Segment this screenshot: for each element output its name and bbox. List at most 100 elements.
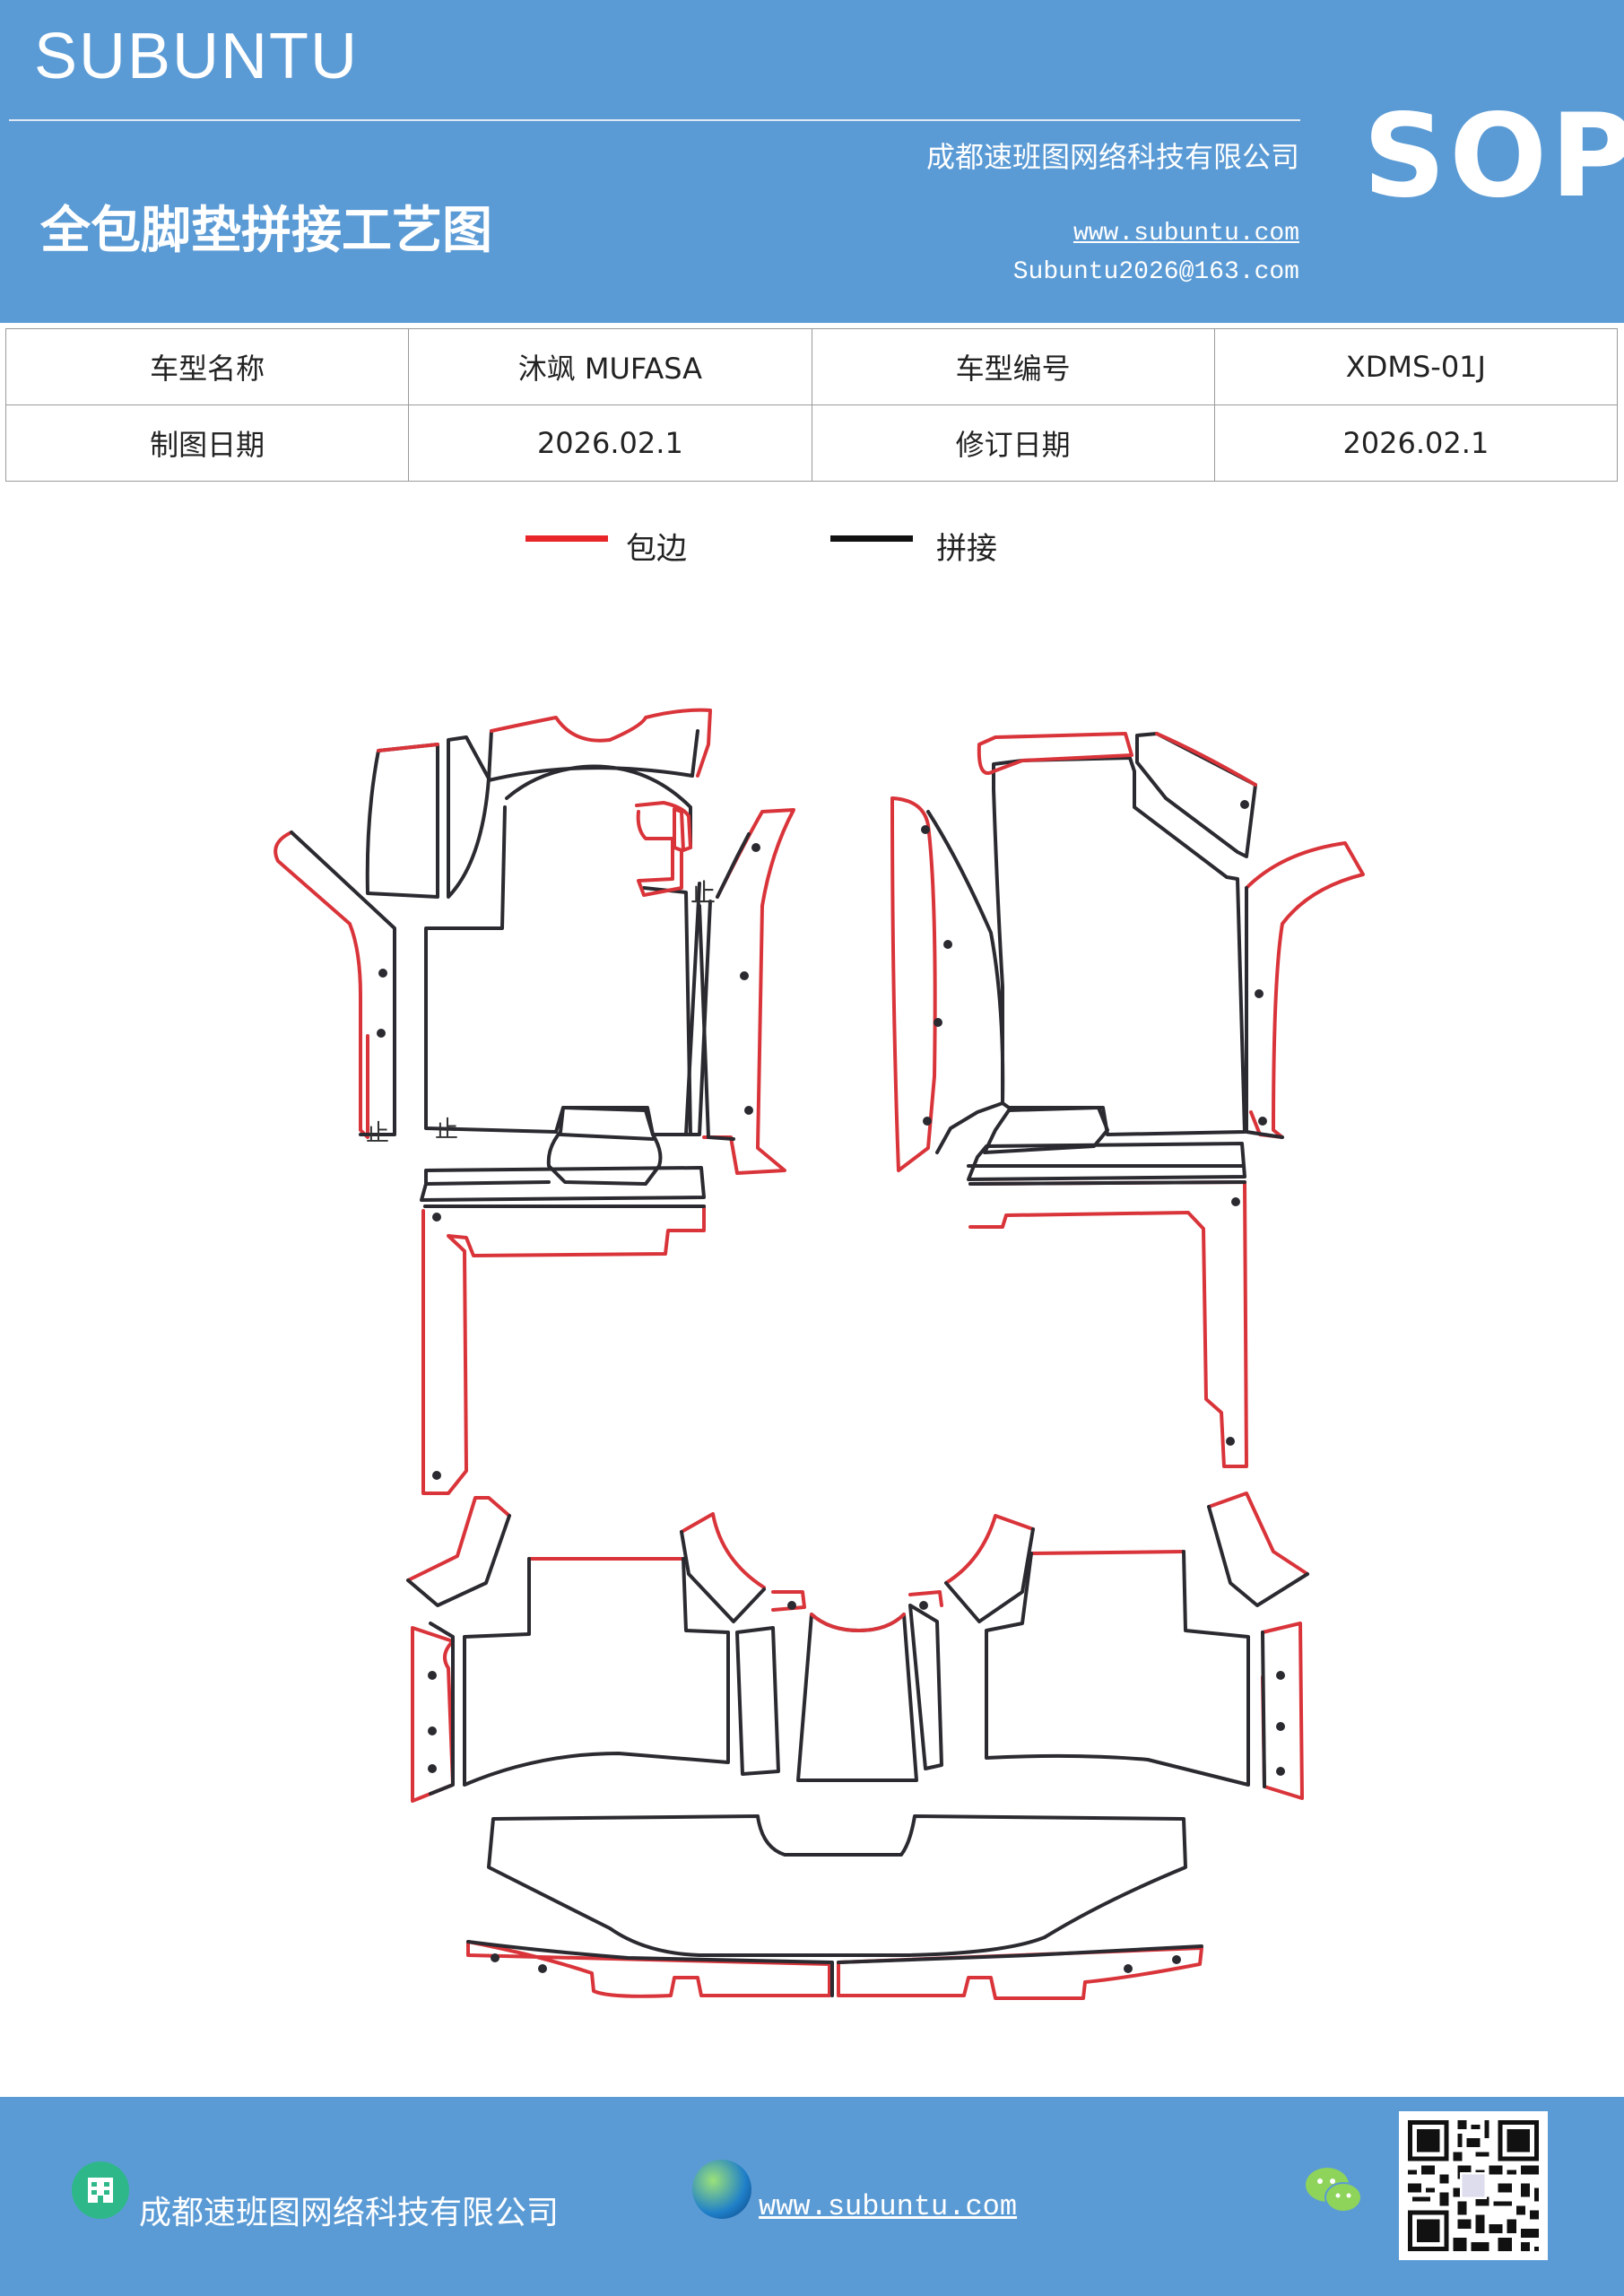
footer-company-name: 成都速班图网络科技有限公司: [139, 2195, 560, 2231]
mat-piece-rear-left-flap: [406, 1496, 511, 1582]
fixing-dot: [787, 1601, 796, 1610]
mat-piece-rear-threshold-right-inner: [837, 1944, 1203, 1964]
mat-piece-rear-threshold-right: [837, 1946, 1203, 2000]
fixing-dot: [432, 1471, 441, 1480]
fixing-dot: [378, 969, 387, 978]
mat-piece-passenger-main: [992, 756, 1246, 1136]
model-code-label: 车型编号: [811, 328, 1215, 405]
header-banner: SUBUNTU 成都速班图网络科技有限公司 全包脚垫拼接工艺图 www.subu…: [0, 0, 1624, 323]
mat-piece-rear-tunnel-center-edge: [810, 1613, 906, 1632]
mat-piece-rear-left-upright: [680, 1512, 766, 1589]
fixing-dot: [1226, 1437, 1235, 1446]
orientation-mark: 止: [690, 878, 716, 908]
fixing-dot: [1255, 989, 1264, 998]
mat-piece-rear-left-flap-inner: [406, 1514, 511, 1607]
fixing-dot: [751, 843, 760, 852]
mat-piece-rear-tunnel-left: [735, 1626, 780, 1776]
brand-logo-text: SUBUNTU: [34, 21, 360, 92]
mat-piece-rear-left-upright-inner: [680, 1530, 766, 1623]
fixing-dot: [428, 1726, 437, 1735]
header-divider: [9, 119, 1300, 121]
trunk-mat-group: [466, 1814, 1203, 2000]
mat-piece-rear-threshold-left-inner: [466, 1940, 834, 1997]
vehicle-info-table: 车型名称 沐飒 MUFASA 车型编号 XDMS-01J 制图日期 2026.0…: [4, 328, 1619, 482]
mat-piece-passenger-heel-block: [983, 1106, 1109, 1154]
fixing-dot: [921, 825, 930, 834]
fixing-dot: [377, 1029, 386, 1038]
fixing-dot: [428, 1764, 437, 1773]
mat-piece-driver-heel-block-inner: [559, 1133, 655, 1141]
driver-side-mat-group: 止 止 止: [274, 708, 795, 1495]
mat-piece-driver-right-strip: [702, 808, 795, 1175]
mat-piece-driver-left-panel-edge: [377, 743, 439, 752]
mat-piece-rear-right-main-body: [985, 1550, 1250, 1787]
mat-piece-passenger-connector-bar: [967, 1142, 1246, 1181]
mat-piece-rear-threshold-left: [466, 1940, 831, 1998]
mat-piece-driver-main: [424, 764, 692, 1136]
fixing-dot: [1231, 1197, 1240, 1206]
building-icon: [72, 2161, 129, 2219]
table-row: 制图日期 2026.02.1 修订日期 2026.02.1: [4, 404, 1619, 482]
fixing-dot: [1276, 1767, 1285, 1776]
mat-piece-passenger-top-edge: [977, 732, 1133, 775]
table-row: 车型名称 沐飒 MUFASA 车型编号 XDMS-01J: [4, 328, 1619, 405]
mat-piece-rear-floor-wide: [487, 1814, 1187, 1957]
model-code-value: XDMS-01J: [1213, 328, 1619, 405]
mat-piece-rear-right-flap-inner: [1207, 1505, 1309, 1607]
mat-piece-driver-sill-left: [421, 1205, 706, 1495]
fixing-dot: [744, 1106, 753, 1115]
mat-piece-driver-pedal-cutout: [635, 801, 692, 897]
revise-date-label: 修订日期: [811, 404, 1215, 482]
header-email: Subuntu2026@163.com: [1012, 258, 1299, 286]
fixing-dot: [538, 1964, 547, 1973]
sop-badge: SOP: [1363, 90, 1624, 223]
legend-splice-swatch: [830, 535, 913, 542]
fixing-dot: [943, 940, 952, 949]
header-website-link[interactable]: www.subuntu.com: [1073, 220, 1299, 248]
legend-splice-label: 拼接: [936, 531, 997, 567]
mat-piece-driver-top-panel-edge: [490, 708, 712, 778]
fixing-dot: [428, 1671, 437, 1680]
mat-piece-passenger-outer-strip-inner: [926, 810, 1005, 1154]
fixing-dot: [1276, 1671, 1285, 1680]
fixing-dot: [1124, 1964, 1133, 1973]
mat-piece-passenger-corner-edge: [1155, 732, 1257, 787]
fixing-dot: [1276, 1722, 1285, 1731]
mat-piece-passenger-right-strip-inner: [1245, 886, 1284, 1139]
footer-banner: 成都速班图网络科技有限公司 www.subuntu.com: [0, 2097, 1624, 2296]
orientation-mark: 止: [366, 1120, 389, 1147]
mat-piece-driver-heel-block: [546, 1106, 663, 1186]
mat-piece-passenger-sill-right: [968, 1180, 1248, 1468]
mat-piece-driver-connector-bar: [420, 1166, 706, 1202]
fixing-dot: [491, 1953, 499, 1962]
mat-piece-rear-left-strip: [411, 1626, 455, 1803]
mat-piece-driver-right-strip-inner: [698, 832, 751, 1141]
fixing-dot: [1240, 800, 1249, 809]
mat-piece-rear-tunnel-center: [796, 1613, 918, 1782]
mat-piece-driver-top-panel: [487, 729, 699, 782]
document-title: 全包脚垫拼接工艺图: [40, 201, 492, 260]
mat-piece-driver-diagonal-panel: [447, 735, 491, 899]
mat-piece-rear-right-strip-inner: [1261, 1631, 1266, 1788]
orientation-mark: 止: [435, 1117, 458, 1144]
fixing-dot: [740, 971, 749, 980]
fixing-dot: [1172, 1955, 1181, 1964]
fixing-dot: [1258, 1117, 1267, 1126]
mat-piece-passenger-outer-strip: [890, 796, 937, 1172]
mat-piece-rear-left-main-body: [463, 1557, 730, 1787]
mat-piece-passenger-sill-right-inner: [968, 1180, 1246, 1186]
mat-piece-rear-right-flap: [1207, 1492, 1309, 1576]
footer-website-link[interactable]: www.subuntu.com: [759, 2190, 1018, 2223]
revise-date-value: 2026.02.1: [1213, 404, 1619, 482]
globe-icon: [692, 2160, 751, 2219]
mat-piece-driver-left-panel: [365, 743, 439, 899]
qr-code: [1399, 2111, 1548, 2260]
legend-edging-swatch: [525, 535, 608, 542]
draw-date-value: 2026.02.1: [408, 404, 812, 482]
model-name-label: 车型名称: [4, 328, 410, 405]
mat-piece-driver-outer-strip-inner: [290, 831, 396, 1136]
mat-piece-passenger-right-strip: [1245, 841, 1365, 1139]
mat-piece-driver-outer-strip: [274, 831, 369, 1139]
legend-edging-label: 包边: [626, 531, 687, 567]
passenger-side-mat-group: [890, 732, 1365, 1468]
